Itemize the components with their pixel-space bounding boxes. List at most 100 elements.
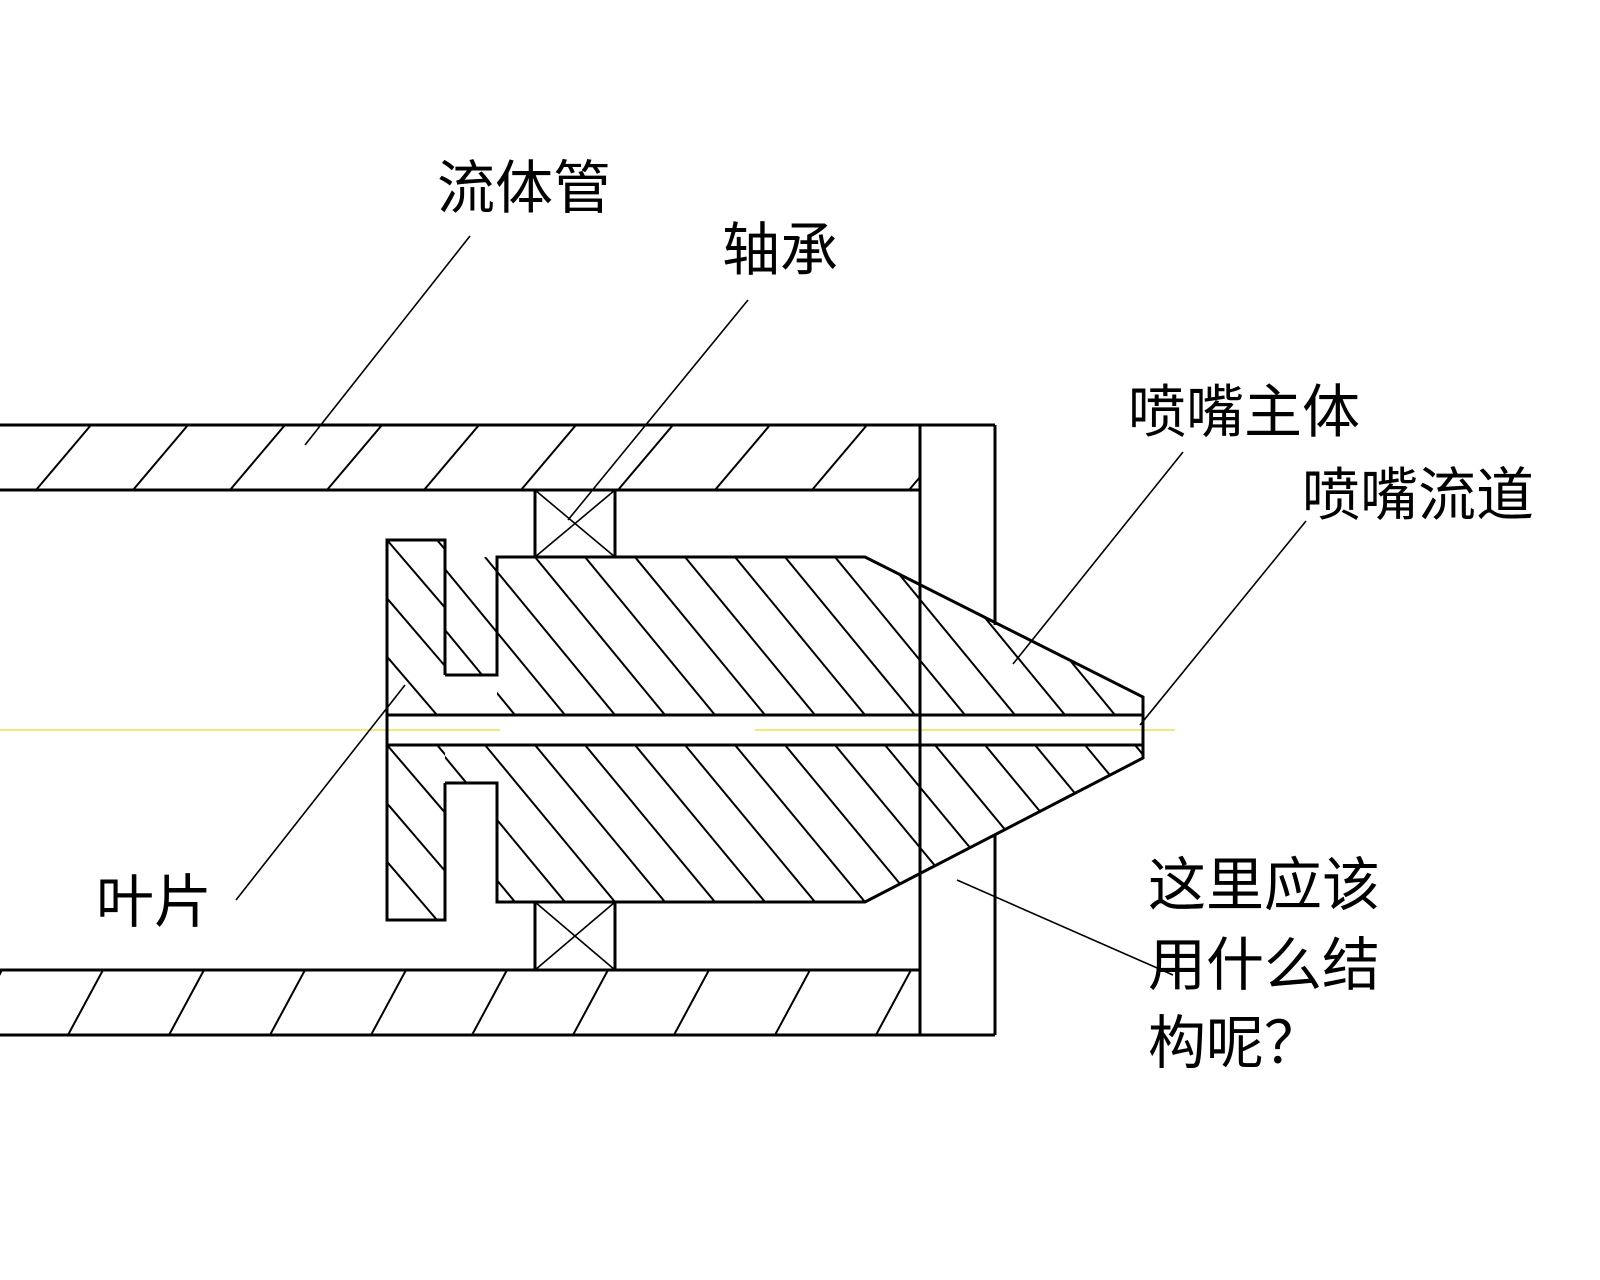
impeller-hatch-line (0, 540, 137, 715)
impeller-hatch-line (637, 745, 787, 920)
nozzle-hatch-line (834, 557, 966, 715)
nozzle-hatch-line (1034, 557, 1143, 715)
impeller-hatch-line (0, 540, 87, 715)
nozzle-hatch-line (1185, 557, 1315, 715)
impeller-hatch-line (387, 860, 438, 920)
leader-nozzle-channel (1139, 520, 1307, 726)
nozzle-hatch-line (534, 745, 666, 902)
impeller-hatch-line (0, 745, 87, 920)
nozzle-hatch-line (634, 745, 766, 902)
nozzle-hatch-line (1285, 557, 1415, 715)
impeller-hatch-line (387, 745, 445, 815)
impeller-hatch-line (387, 655, 438, 715)
nozzle-hatch-line (684, 745, 816, 902)
impeller-hatch-line (487, 745, 637, 920)
tube-hatch-line (1006, 425, 1061, 490)
tube-hatch-line (370, 970, 407, 1035)
nozzle-hatch-line (235, 557, 365, 715)
nozzle-hatch-line (285, 745, 415, 902)
label-question-line1: 这里应该 (1148, 851, 1380, 919)
tube-hatch-line (471, 970, 508, 1035)
impeller-hatch-line (0, 745, 37, 920)
tube-hatch-line (673, 970, 710, 1035)
impeller-blade (0, 538, 787, 922)
label-question-line3: 构呢？ (1148, 1009, 1322, 1077)
label-bearing: 轴承 (722, 216, 838, 284)
nozzle-hatch-line (584, 745, 716, 902)
nozzle-hatch-line (1235, 557, 1365, 715)
nozzle-hatch-line (1134, 557, 1143, 715)
tube-hatch-line (229, 425, 286, 490)
nozzle-hatch-line (584, 557, 716, 715)
tube-hatch-line (617, 425, 674, 490)
tube-end-plate (918, 423, 997, 1035)
impeller-hatch-line (387, 918, 388, 920)
nozzle-hatch-line (984, 745, 1116, 902)
label-impeller-blade: 叶片 (96, 868, 212, 936)
nozzle-hatch-line (884, 557, 1016, 715)
tube-hatch-line (572, 970, 609, 1035)
impeller-hatch-line (387, 540, 445, 610)
nozzle-hatch-line (1084, 557, 1143, 715)
tube-hatch-line (132, 425, 189, 490)
impeller-hatch-line (187, 540, 337, 715)
nozzle-hatch-line (934, 557, 1066, 715)
tube-hatch-line (520, 425, 577, 490)
impeller-hatch-line (436, 745, 445, 756)
label-nozzle-body: 喷嘴主体 (1128, 378, 1360, 446)
nozzle-hatch-line (35, 557, 165, 715)
nozzle-hatch-line (734, 745, 866, 902)
impeller-hatch-line (37, 540, 187, 715)
impeller-hatch-line (387, 713, 388, 715)
leader-fluid-tube (304, 235, 471, 446)
tube-hatch-line (269, 970, 306, 1035)
leader-impeller (235, 684, 406, 901)
nozzle-hatch-line (445, 745, 566, 902)
fluid-tube-top-wall (0, 423, 1061, 492)
nozzle-hatch-line (484, 557, 616, 715)
impeller-hatch-line (487, 540, 637, 715)
nozzle-hatch-line (634, 557, 766, 715)
impeller-hatch-line (587, 540, 737, 715)
bearing-bottom (533, 900, 617, 972)
bearing-top (533, 488, 617, 559)
nozzle-hatch-line (285, 557, 415, 715)
tube-hatch-line (774, 970, 811, 1035)
impeller-hatch-line (387, 801, 445, 873)
leader-nozzle-body (1012, 451, 1184, 665)
nozzle-hatch-line (1084, 745, 1143, 902)
tube-hatch-line (1078, 970, 1113, 1035)
fluid-tube-bottom-wall (0, 968, 1113, 1037)
leader-lines (235, 235, 1307, 976)
impeller-hatch-line (387, 596, 445, 668)
impeller-hatch-line (537, 745, 687, 920)
tube-hatch-line (326, 425, 383, 490)
nozzle-hatch-line (784, 557, 916, 715)
impeller-hatch-line (0, 540, 37, 715)
tube-hatch-line (875, 970, 912, 1035)
impeller-hatch-line (436, 540, 445, 551)
nozzle-hatch-line (734, 557, 866, 715)
nozzle-hatch-line (135, 557, 265, 715)
label-fluid-tube: 流体管 (437, 154, 611, 222)
nozzle-hatch-line (484, 745, 616, 902)
nozzle-hatch-line (784, 745, 916, 902)
tube-hatch-line (908, 475, 920, 490)
nozzle-hatch-line (834, 745, 966, 902)
nozzle-flow-channel (387, 713, 1143, 747)
nozzle-hatch-line (684, 557, 816, 715)
label-question-line2: 用什么结 (1148, 931, 1380, 999)
nozzle-hatch-line (934, 745, 1066, 902)
tube-hatch-line (0, 970, 3, 976)
tube-hatch-line (168, 970, 205, 1035)
nozzle-hatch-line (534, 557, 666, 715)
impeller-hatch-line (537, 540, 687, 715)
tube-hatch-line (423, 425, 480, 490)
nozzle-hatch-line (85, 557, 215, 715)
nozzle-hatch-line (984, 557, 1116, 715)
label-nozzle-channel: 喷嘴流道 (1302, 461, 1534, 529)
nozzle-hatch-line (1034, 745, 1143, 902)
nozzle-hatch-line (235, 745, 365, 902)
impeller-hatch-line (87, 540, 237, 715)
